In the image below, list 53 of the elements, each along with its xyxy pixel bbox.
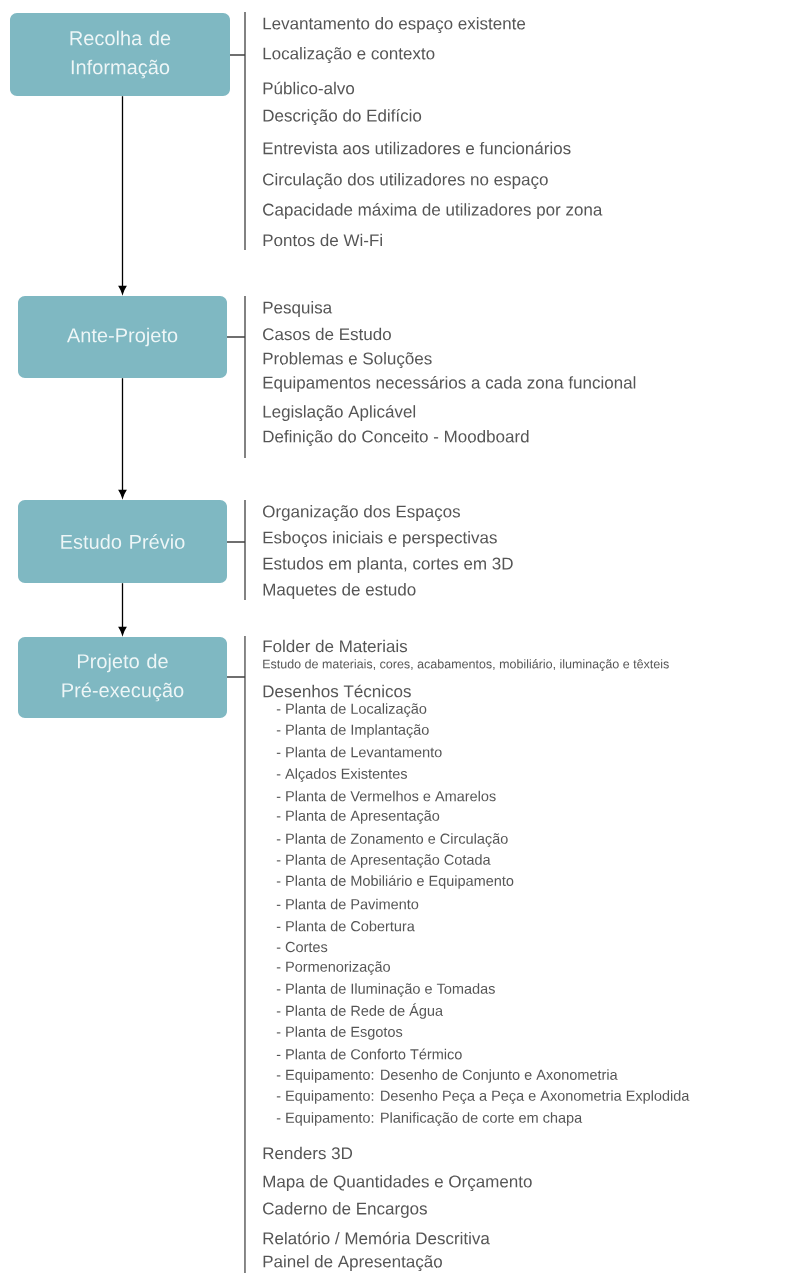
list-item: Estudos em planta, cortes em 3D [263,557,513,573]
list-item: Desenhos Técnicos [263,684,411,698]
sub-list-item: - Planta de Localização [276,703,427,717]
sub-list-item: - Planta de Apresentação Cotada [276,854,491,868]
list-item: Problemas e Soluções [263,352,432,368]
description-text: Estudo de materiais, cores, acabamentos, mobiliário, iluminação e têxteis [263,659,669,671]
sub-list-item: - Planta de Pavimento [276,898,419,910]
list-item: Relatório / Memória Descritiva [263,1231,490,1245]
list-item: Definição do Conceito - Moodboard [263,430,529,446]
list-item: Legislação Aplicável [263,404,416,422]
sub-list-item: - Alçados Existentes [276,768,407,782]
sub-list-item: - Planta de Esgotos [276,1026,403,1040]
list-item: Circulação dos utilizadores no espaço [263,173,548,189]
list-item: Casos de Estudo [263,327,391,341]
list-item: Pesquisa [263,301,333,317]
list-item: Descrição do Edifício [263,108,422,126]
list-item: Público-alvo [263,81,355,95]
sub-list-item: - Planta de Levantamento [276,746,442,758]
process-box: Projeto de Pré-execução [18,637,227,718]
list-item: Mapa de Quantidades e Orçamento [263,1175,532,1191]
list-item: Entrevista aos utilizadores e funcionários [263,141,571,155]
arrow [118,377,127,499]
list-item: Pontos de Wi-Fi [263,233,382,247]
arrow [118,95,127,295]
list-item: Organização dos Espaços [263,505,460,521]
list-item: Folder de Materiais [263,639,408,653]
sub-list-item: - Equipamento: Desenho de Conjunto e Axonometria [276,1069,618,1083]
list-item: Levantamento do espaço existente [263,17,526,33]
sub-list-item: - Pormenorização [276,961,390,975]
sub-list-item: - Planta de Rede de Água [276,1003,444,1019]
sub-list-item: - Planta de Cobertura [276,920,415,932]
list-item: Localização e contexto [263,47,435,63]
sub-list-item: - Planta de Iluminação e Tomadas [276,983,495,997]
sub-list-item: - Planta de Vermelhos e Amarelos [276,790,496,802]
process-box: Recolha de Informação [10,13,230,96]
sub-list-item: - Planta de Implantação [276,724,429,738]
list-item: Maquetes de estudo [263,583,416,599]
arrow [118,582,127,636]
sub-list-item: - Planta de Apresentação [276,810,440,824]
list-item: Capacidade máxima de utilizadores por zona [263,203,603,219]
sub-list-item: - Equipamento: Desenho Peça a Peça e Axonometria Explodida [276,1090,690,1104]
sub-list-item: - Planta de Zonamento e Circulação [276,833,508,847]
process-box: Estudo Prévio [18,500,227,583]
sub-list-item: - Equipamento: Planificação de corte em chapa [276,1112,583,1126]
sub-list-item: - Cortes [276,941,328,953]
sub-list-item: - Planta de Mobiliário e Equipamento [276,875,514,889]
sub-list-item: - Planta de Conforto Térmico [276,1048,462,1060]
list-item: Equipamentos necessários a cada zona funcional [263,376,636,393]
list-item: Renders 3D [263,1146,353,1160]
process-box: Ante-Projeto [18,296,227,378]
list-item: Caderno de Encargos [263,1202,427,1218]
list-item: Painel de Apresentação [263,1255,442,1271]
list-item: Esboços iniciais e perspectivas [263,531,497,547]
